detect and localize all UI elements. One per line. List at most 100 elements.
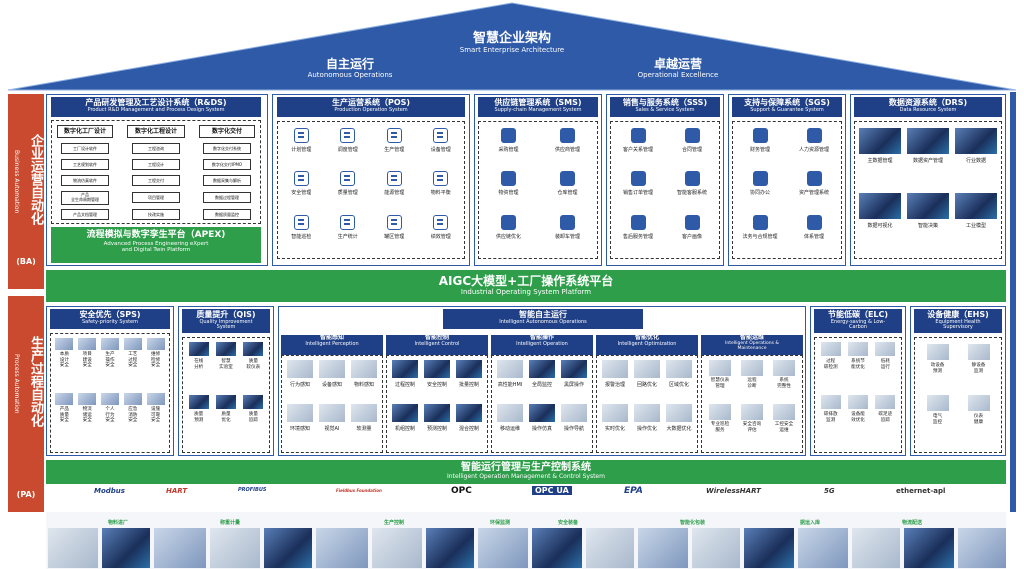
pos-item[interactable]: 能源管理 xyxy=(371,171,418,214)
ias-item[interactable]: 安全咨询 评估 xyxy=(736,404,768,448)
ias-item[interactable]: 环境感知 xyxy=(284,404,316,448)
sps-item[interactable]: 个人 行为 安全 xyxy=(99,393,122,448)
sss-item[interactable]: 客户画像 xyxy=(665,214,719,258)
pos-item[interactable]: 物料平衡 xyxy=(418,171,465,214)
sms-item[interactable]: 供应链优化 xyxy=(479,214,538,258)
pos-item[interactable]: 质量管理 xyxy=(325,171,372,214)
ias-item[interactable]: 操作仿真 xyxy=(526,404,558,448)
sss-item[interactable]: 合同管理 xyxy=(665,128,719,171)
sgs-item[interactable]: 法务与合规管理 xyxy=(733,214,787,258)
ias-item[interactable]: 软测量 xyxy=(348,404,380,448)
drs-item[interactable]: 智能决策 xyxy=(906,193,950,258)
ias-item[interactable]: 大数据优化 xyxy=(663,404,695,448)
drs-item[interactable]: 数据资产管理 xyxy=(906,128,950,193)
sgs-item[interactable]: 人力资源管理 xyxy=(787,128,841,171)
pos-item[interactable]: 罐区管理 xyxy=(371,214,418,258)
safety-thumbnail xyxy=(123,338,142,350)
pos-item[interactable]: 安全管理 xyxy=(278,171,325,214)
rd-panel: 产品研发管理及工艺设计系统（R&DS) Product R&D Manageme… xyxy=(46,94,268,266)
sps-item[interactable]: 产品 质量 安全 xyxy=(53,393,76,448)
sss-item[interactable]: 售后服务管理 xyxy=(611,214,665,258)
ias-item[interactable]: 区域优化 xyxy=(663,360,695,404)
ias-item[interactable]: 设备感知 xyxy=(316,360,348,404)
sps-item[interactable]: 物流 储运 安全 xyxy=(76,393,99,448)
ias-item[interactable]: 系统 完整性 xyxy=(768,360,800,404)
ias-item[interactable]: 移动运维 xyxy=(494,404,526,448)
ias-item[interactable]: 操作优化 xyxy=(631,404,663,448)
sps-item[interactable]: 维修 检修 安全 xyxy=(144,338,167,393)
ias-item[interactable]: 全局监控 xyxy=(526,360,558,404)
elc-item[interactable]: 低耗 运行 xyxy=(872,342,899,395)
elc-item[interactable]: 设备能 效优化 xyxy=(844,395,871,448)
qis-item[interactable]: 质量 优化 xyxy=(212,395,239,448)
pos-item[interactable]: 生产管理 xyxy=(371,128,418,171)
sps-subtitle: Safety-priority System xyxy=(82,319,138,325)
ehs-item[interactable]: 静设备 监测 xyxy=(958,344,999,395)
elc-item[interactable]: 碳排放 监测 xyxy=(817,395,844,448)
elc-item[interactable]: 系统节 能优化 xyxy=(844,342,871,395)
pos-item[interactable]: 智能巡检 xyxy=(278,214,325,258)
ias-item[interactable]: 过程控制 xyxy=(389,360,421,404)
ias-item[interactable]: 操作导航 xyxy=(558,404,590,448)
sps-item[interactable]: 应急 消防 安全 xyxy=(121,393,144,448)
rd-subtitle: Product R&D Management and Process Desig… xyxy=(87,107,225,113)
drs-item[interactable]: 数据可视化 xyxy=(858,193,902,258)
sgs-item[interactable]: 资产管理系统 xyxy=(787,171,841,214)
qis-item[interactable]: 在线 分析 xyxy=(185,342,212,395)
drs-item[interactable]: 主数据管理 xyxy=(858,128,902,193)
sms-item[interactable]: 物资管理 xyxy=(479,171,538,214)
elc-item[interactable]: 碳足迹 追踪 xyxy=(872,395,899,448)
pos-item[interactable]: 绩效管理 xyxy=(418,214,465,258)
sss-item[interactable]: 销售订单管理 xyxy=(611,171,665,214)
drs-item[interactable]: 行业数据 xyxy=(954,128,998,193)
ias-item[interactable]: 高性能HMI xyxy=(494,360,526,404)
ias-item[interactable]: 视觉AI xyxy=(316,404,348,448)
pos-item[interactable]: 生产统计 xyxy=(325,214,372,258)
ias-item[interactable]: 工控安全 运维 xyxy=(768,404,800,448)
qis-item[interactable]: 质量 软仪表 xyxy=(240,342,267,395)
qis-item[interactable]: 质量 追踪 xyxy=(240,395,267,448)
pos-item[interactable]: 调度管理 xyxy=(325,128,372,171)
ias-item-label: 高性能HMI xyxy=(497,382,523,388)
sgs-item[interactable]: 协同办公 xyxy=(733,171,787,214)
ehs-item[interactable]: 动设备 预测 xyxy=(917,344,958,395)
ias-item[interactable]: 远程 诊断 xyxy=(736,360,768,404)
qis-item[interactable]: 质量 预测 xyxy=(185,395,212,448)
pos-item[interactable]: 计划管理 xyxy=(278,128,325,171)
sps-item[interactable]: 生产 操作 安全 xyxy=(99,338,122,393)
sms-item[interactable]: 采购管理 xyxy=(479,128,538,171)
module-thumbnail xyxy=(741,404,763,420)
ehs-item[interactable]: 电气 监控 xyxy=(917,395,958,446)
sss-item[interactable]: 客户关系管理 xyxy=(611,128,665,171)
sgs-item[interactable]: 体系管理 xyxy=(787,214,841,258)
ias-item[interactable]: 行为感知 xyxy=(284,360,316,404)
sps-item[interactable]: 项目 建设 安全 xyxy=(76,338,99,393)
qis-item[interactable]: 智慧 实验室 xyxy=(212,342,239,395)
ias-item[interactable]: 安全控制 xyxy=(421,360,453,404)
sgs-item[interactable]: 财务管理 xyxy=(733,128,787,171)
sms-item[interactable]: 仓库管理 xyxy=(538,171,597,214)
sps-item[interactable]: 本质 设计 安全 xyxy=(53,338,76,393)
sms-item[interactable]: 供应商管理 xyxy=(538,128,597,171)
ias-item[interactable]: 混合控制 xyxy=(453,404,485,448)
pos-item[interactable]: 设备管理 xyxy=(418,128,465,171)
ias-item[interactable]: 物料感知 xyxy=(348,360,380,404)
ias-item[interactable]: 报警治理 xyxy=(599,360,631,404)
ias-item[interactable]: 回路优化 xyxy=(631,360,663,404)
sms-item[interactable]: 装卸车管理 xyxy=(538,214,597,258)
ias-item-label: 全局监控 xyxy=(531,382,552,388)
ias-item[interactable]: 黑屏操作 xyxy=(558,360,590,404)
ehs-item[interactable]: 仪表 健康 xyxy=(958,395,999,446)
drs-item[interactable]: 工业模型 xyxy=(954,193,998,258)
ias-item[interactable]: 专业巡检 服务 xyxy=(704,404,736,448)
sps-item[interactable]: 设施 可靠 安全 xyxy=(144,393,167,448)
ias-item[interactable]: 批量控制 xyxy=(453,360,485,404)
elc-item[interactable]: 过程 碳检测 xyxy=(817,342,844,395)
ias-item[interactable]: 机组控制 xyxy=(389,404,421,448)
sss-item[interactable]: 智能客服系统 xyxy=(665,171,719,214)
ias-item[interactable]: 预测控制 xyxy=(421,404,453,448)
ias-item[interactable]: 智慧仪表 管理 xyxy=(704,360,736,404)
ias-item[interactable]: 实时优化 xyxy=(599,404,631,448)
sms-panel: 供应链管理系统（SMS) Supply-chain Management Sys… xyxy=(474,94,602,266)
sps-item[interactable]: 工艺 过程 安全 xyxy=(121,338,144,393)
